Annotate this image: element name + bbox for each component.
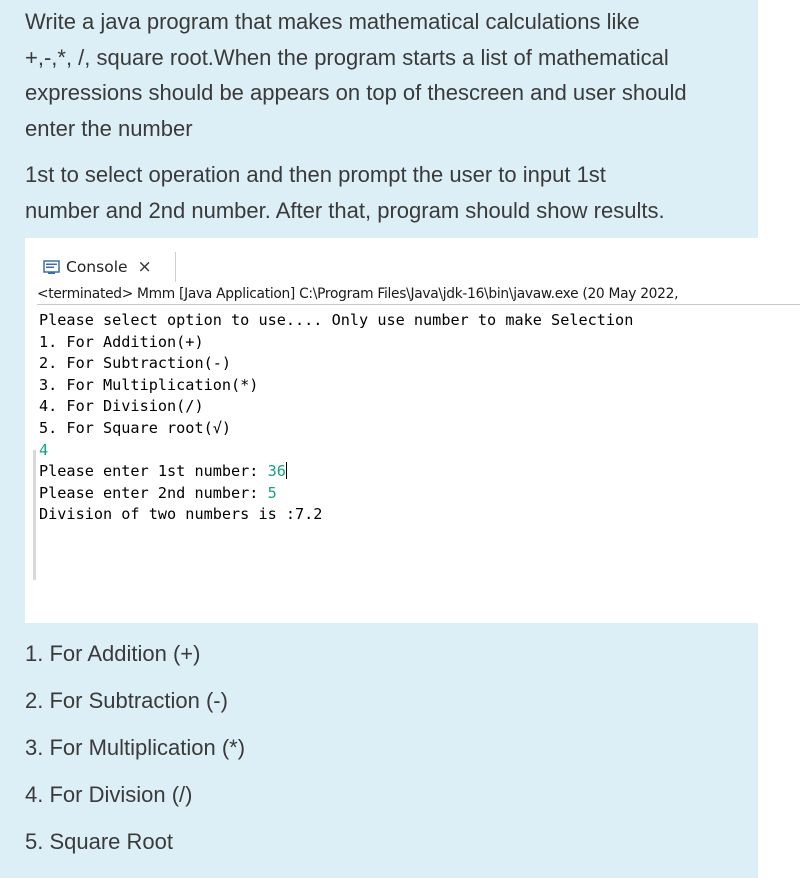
tab-divider [175,252,176,282]
scrollbar-track[interactable] [33,450,36,580]
question-paragraph-2: 1st to select operation and then prompt … [25,157,745,228]
console-icon [43,259,60,275]
list-item: 3. For Multiplication (*) [25,735,246,760]
console-status: <terminated> Mmm [Java Application] C:\P… [37,286,800,305]
options-list: 1. For Addition (+) 2. For Subtraction (… [25,636,245,871]
selection-input: 4 [39,440,49,459]
text-caret [285,462,287,480]
list-item: 2. For Subtraction (-) [25,688,228,713]
result-line: Division of two numbers is :7.2 [39,505,323,524]
list-item: 4. For Division (/) [25,782,193,807]
list-item: 5. Square Root [25,829,173,854]
list-item: 1. For Addition (+) [25,641,201,666]
prompt-first-number: Please enter 1st number: [39,462,268,481]
console-line: 5. For Square root(√) [39,418,232,437]
question-line: Write a java program that makes mathemat… [25,9,640,34]
question-paragraph-1: Write a java program that makes mathemat… [25,4,745,146]
console-line: 4. For Division(/) [39,397,204,416]
question-line: 1st to select operation and then prompt … [25,162,606,187]
question-line: expressions should be appears on top of … [25,80,687,105]
console-output: Please select option to use.... Only use… [39,310,633,526]
console-line: 2. For Subtraction(-) [39,354,232,373]
first-number-input: 36 [267,462,286,481]
console-line: Please select option to use.... Only use… [39,311,634,329]
tab-console[interactable]: Console × [43,252,152,282]
close-icon[interactable]: × [137,257,152,277]
console-line: 1. For Addition(+) [39,332,204,351]
console-tab-label: Console [66,258,128,276]
console-line: 3. For Multiplication(*) [39,375,259,394]
question-line: enter the number [25,115,193,141]
question-line: number and 2nd number. After that, progr… [25,197,665,223]
question-line: +,-,*, /, square root.When the program s… [25,44,669,70]
second-number-input: 5 [267,483,277,502]
prompt-second-number: Please enter 2nd number: [39,483,268,502]
console-screenshot: Console × <terminated> Mmm [Java Applica… [25,238,800,623]
